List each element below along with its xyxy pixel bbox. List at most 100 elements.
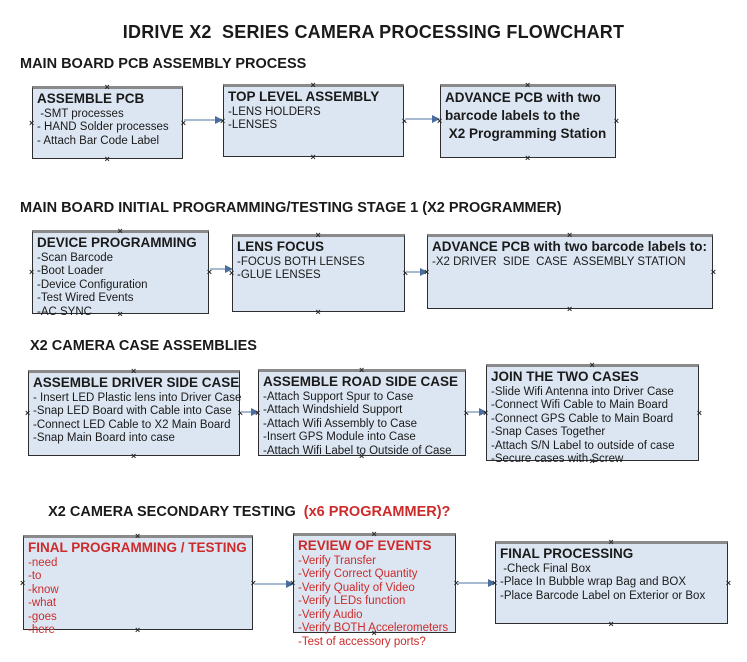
section-heading-secondary-testing: X2 CAMERA SECONDARY TESTING (x6 PROGRAMM… bbox=[32, 488, 450, 536]
arrow-line bbox=[254, 583, 288, 585]
box-title-line: DEVICE PROGRAMMING bbox=[37, 235, 197, 250]
box-title: ASSEMBLE DRIVER SIDE CASE bbox=[33, 375, 240, 392]
box-item: -Attach Support Spur to Case bbox=[263, 390, 414, 403]
box-items: -Slide Wifi Antenna into Driver Case-Con… bbox=[491, 386, 694, 467]
box-item: -Verify Quality of Video bbox=[298, 581, 415, 594]
box-items: -SMT processes- HAND Solder processes- A… bbox=[37, 108, 178, 148]
flow-box-review-of-events: REVIEW OF EVENTS -Verify Transfer-Verify… bbox=[290, 530, 459, 648]
section-heading-red-part: (x6 PROGRAMMER)? bbox=[295, 504, 451, 520]
arrow-head-icon bbox=[488, 579, 496, 587]
arrow-line bbox=[457, 582, 490, 584]
box-item: -Test Wired Events bbox=[37, 292, 134, 305]
box-item: -FOCUS BOTH LENSES bbox=[237, 255, 365, 268]
box-item: -here bbox=[28, 624, 55, 637]
anchor-x-mark: × bbox=[608, 619, 614, 629]
anchor-x-mark: × bbox=[310, 152, 316, 162]
page-title: IDRIVE X2 SERIES CAMERA PROCESSING FLOWC… bbox=[122, 22, 625, 42]
anchor-x-mark: × bbox=[20, 577, 26, 588]
flow-arrow-right bbox=[406, 268, 428, 276]
box-items: -Attach Support Spur to Case-Attach Wind… bbox=[263, 391, 461, 458]
arrow-line bbox=[405, 118, 434, 120]
box-item: -LENS HOLDERS bbox=[228, 105, 321, 118]
box-items: -FOCUS BOTH LENSES-GLUE LENSES bbox=[237, 256, 400, 283]
section-heading-black-part: X2 CAMERA SECONDARY TESTING bbox=[48, 504, 296, 520]
flow-arrow-right bbox=[210, 265, 233, 273]
box-item: -Attach Windshield Support bbox=[263, 404, 403, 417]
box-item: -Connect LED Cable to X2 Main Board bbox=[33, 418, 231, 431]
box-item: -goes bbox=[28, 610, 57, 623]
box-item: -Insert GPS Module into Case bbox=[263, 431, 416, 444]
box-item: -Verify LEDs function bbox=[298, 595, 406, 608]
box-title: JOIN THE TWO CASES bbox=[491, 369, 694, 386]
flow-box-lens-focus: LENS FOCUS -FOCUS BOTH LENSES-GLUE LENSE… bbox=[229, 231, 408, 317]
anchor-x-mark: × bbox=[104, 154, 110, 164]
box-title: REVIEW OF EVENTS bbox=[298, 538, 451, 555]
box-title: ADVANCE PCB with two barcode labels to: bbox=[432, 239, 708, 256]
flow-box-advance-pcb-driver-side: ADVANCE PCB with two barcode labels to: … bbox=[424, 231, 716, 314]
anchor-x-mark: × bbox=[696, 407, 702, 418]
section-heading-initial-programming: MAIN BOARD INITIAL PROGRAMMING/TESTING S… bbox=[20, 200, 562, 216]
box-title-line: LENS FOCUS bbox=[237, 239, 325, 254]
box-item: -Verify Correct Quantity bbox=[298, 568, 418, 581]
box-item: -AC SYNC bbox=[37, 305, 92, 318]
box-item: -Snap LED Board with Cable into Case bbox=[33, 405, 232, 418]
box-item: -LENSES bbox=[228, 119, 278, 132]
box-title-line: barcode labels to the bbox=[445, 108, 581, 124]
box-item: -Test of accessory ports? bbox=[298, 635, 426, 648]
box-item: -Attach Wifi Assembly to Case bbox=[263, 417, 418, 430]
anchor-x-mark: × bbox=[29, 267, 35, 277]
anchor-x-mark: × bbox=[710, 266, 716, 277]
flow-box-assemble-driver-side-case: ASSEMBLE DRIVER SIDE CASE - Insert LED P… bbox=[25, 367, 243, 461]
box-item: -Secure cases with Screw bbox=[491, 453, 624, 466]
box-title: TOP LEVEL ASSEMBLY bbox=[228, 89, 399, 106]
anchor-x-mark: × bbox=[613, 116, 619, 126]
box-title-line: ASSEMBLE PCB bbox=[37, 91, 145, 106]
arrow-head-icon bbox=[432, 115, 440, 123]
section-heading-case-assemblies: X2 CAMERA CASE ASSEMBLIES bbox=[30, 338, 257, 354]
flow-arrow-right bbox=[241, 408, 259, 416]
anchor-x-mark: × bbox=[131, 451, 137, 461]
box-item: -Connect GPS Cable to Main Board bbox=[491, 412, 674, 425]
box-title-line: ASSEMBLE ROAD SIDE CASE bbox=[263, 374, 459, 389]
box-items: -need-to-know-what-goes-here bbox=[28, 557, 248, 638]
box-title-line: FINAL PROGRAMMING / TESTING bbox=[28, 540, 247, 555]
box-title: ASSEMBLE PCB bbox=[37, 91, 178, 108]
flow-arrow-right bbox=[254, 580, 294, 588]
anchor-x-mark: × bbox=[567, 304, 573, 314]
arrow-line bbox=[241, 411, 253, 413]
box-item: -Device Configuration bbox=[37, 278, 148, 291]
box-items: -LENS HOLDERS-LENSES bbox=[228, 106, 399, 133]
box-items: -Scan Barcode-Boot Loader-Device Configu… bbox=[37, 252, 204, 319]
box-items: -Check Final Box-Place In Bubble wrap Ba… bbox=[500, 563, 723, 603]
box-item: -Scan Barcode bbox=[37, 251, 114, 264]
flow-box-assemble-road-side-case: ASSEMBLE ROAD SIDE CASE -Attach Support … bbox=[255, 366, 469, 461]
anchor-x-mark: × bbox=[315, 307, 321, 317]
arrow-head-icon bbox=[420, 268, 428, 276]
box-item: -Boot Loader bbox=[37, 265, 104, 278]
arrow-line bbox=[184, 119, 217, 121]
box-title: ASSEMBLE ROAD SIDE CASE bbox=[263, 374, 461, 391]
box-item: -Snap Cases Together bbox=[491, 426, 606, 439]
arrow-head-icon bbox=[225, 265, 233, 273]
box-title-line: ADVANCE PCB with two barcode labels to: bbox=[432, 239, 708, 254]
flow-box-assemble-pcb: ASSEMBLE PCB -SMT processes- HAND Solder… bbox=[29, 83, 186, 164]
flow-box-device-programming: DEVICE PROGRAMMING -Scan Barcode-Boot Lo… bbox=[29, 227, 212, 319]
box-item: -Verify BOTH Accelerometers bbox=[298, 622, 449, 635]
anchor-x-mark: × bbox=[29, 117, 35, 128]
box-item: -Slide Wifi Antenna into Driver Case bbox=[491, 385, 674, 398]
arrow-head-icon bbox=[479, 408, 487, 416]
box-item: -need bbox=[28, 556, 58, 569]
box-title-line: FINAL PROCESSING bbox=[500, 546, 634, 561]
box-item: -Place In Bubble wrap Bag and BOX bbox=[500, 576, 687, 589]
box-title: DEVICE PROGRAMMING bbox=[37, 235, 204, 252]
box-title-line: ASSEMBLE DRIVER SIDE CASE bbox=[33, 375, 240, 390]
box-item: -Connect Wifi Cable to Main Board bbox=[491, 399, 669, 412]
anchor-x-mark: × bbox=[725, 577, 731, 588]
box-items: -Verify Transfer-Verify Correct Quantity… bbox=[298, 555, 451, 649]
box-title: LENS FOCUS bbox=[237, 239, 400, 256]
flow-arrow-right bbox=[184, 116, 223, 124]
box-title: FINAL PROGRAMMING / TESTING bbox=[28, 540, 248, 557]
flow-box-top-level-assembly: TOP LEVEL ASSEMBLY -LENS HOLDERS-LENSES … bbox=[220, 81, 407, 162]
flow-box-final-processing: FINAL PROCESSING -Check Final Box-Place … bbox=[492, 538, 731, 629]
